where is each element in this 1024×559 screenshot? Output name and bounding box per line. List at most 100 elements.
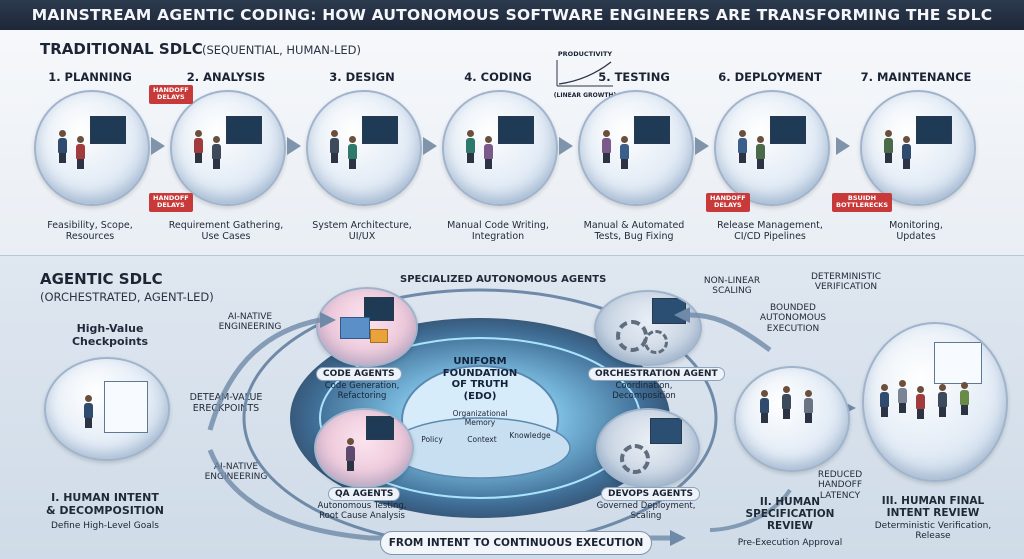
team-figure-1	[880, 384, 889, 417]
stage-person-figure	[76, 136, 85, 169]
flow-arrows	[207, 307, 856, 546]
orchestration-agent-desc: Coordination, Decomposition	[612, 381, 676, 401]
agentic-sdlc-subtitle: (ORCHESTRATED, AGENT-LED)	[40, 290, 214, 304]
orchestration-agent-pod	[594, 290, 702, 366]
handoff-delays-tag-3: HANDOFF DELAYS	[706, 193, 750, 212]
stage-screen-icon	[916, 116, 952, 144]
stage-3-title: 3. DESIGN	[329, 70, 395, 84]
stage-7-title: 7. MAINTENANCE	[860, 70, 972, 84]
stage-6-desc: Release Management, CI/CD Pipelines	[717, 220, 823, 243]
stage-person-figure	[194, 130, 203, 163]
stage-5-desc: Manual & Automated Tests, Bug Fixing	[583, 220, 685, 243]
stage-3-bubble	[306, 90, 422, 206]
orchestration-agent-title: ORCHESTRATION AGENT	[588, 367, 725, 381]
stage-3-desc: System Architecture, UI/UX	[312, 220, 412, 243]
team-figure-3	[916, 386, 925, 419]
stage-6-bubble	[714, 90, 830, 206]
team-figure-5	[960, 382, 969, 415]
stage-screen-icon	[90, 116, 126, 144]
deterministic-verification-label: DETERMINISTIC VERIFICATION	[810, 272, 881, 293]
stage-arrow-icon	[559, 137, 573, 155]
qa-engineer-figure	[346, 438, 355, 471]
stage-5-title: 5. TESTING	[598, 70, 670, 84]
stage-7-desc: Monitoring, Updates	[889, 220, 943, 243]
stage-person-figure	[330, 130, 339, 163]
stage-screen-icon	[226, 116, 262, 144]
stage-person-figure	[902, 136, 911, 169]
stage-arrow-icon	[287, 137, 301, 155]
orchestration-monitor-icon	[652, 298, 686, 324]
stage-person-figure	[466, 130, 475, 163]
devops-agents-pod	[596, 408, 700, 488]
dashboard-icon	[934, 342, 982, 384]
productivity-caption: (LINEAR GROWTH)	[553, 92, 617, 99]
presenter-figure	[84, 395, 93, 428]
stage-person-figure	[58, 130, 67, 163]
code-cubes-icon	[340, 317, 370, 339]
footer-pill: FROM INTENT TO CONTINUOUS EXECUTION	[380, 531, 652, 555]
agentic-sdlc-title: AGENTIC SDLC	[40, 270, 163, 288]
reduced-handoff-latency-label: REDUCED HANDOFF LATENCY	[817, 470, 863, 501]
step-3-bubble	[862, 322, 1008, 482]
reviewer-figure-3	[804, 390, 813, 423]
non-linear-scaling-label: NON-LINEAR SCALING	[703, 276, 761, 297]
stage-arrow-icon	[423, 137, 437, 155]
stage-7-bubble	[860, 90, 976, 206]
reviewer-figure-1	[760, 390, 769, 423]
stage-4-bubble	[442, 90, 558, 206]
stage-1-desc: Feasibility, Scope, Resources	[47, 220, 133, 243]
ai-native-label-2: AI-NATIVE ENGINEERING	[204, 462, 268, 483]
productivity-linear-curve	[556, 60, 613, 87]
specialized-agents-title: SPECIALIZED AUTONOMOUS AGENTS	[400, 274, 607, 285]
handoff-delays-tag-2: HANDOFF DELAYS	[149, 193, 193, 212]
stage-arrow-icon	[695, 137, 709, 155]
step-1-desc: Define High-Level Goals	[51, 521, 159, 531]
stage-screen-icon	[634, 116, 670, 144]
bounded-autonomous-execution-label: BOUNDED AUTONOMOUS EXECUTION	[759, 303, 827, 334]
productivity-title: PRODUCTIVITY	[557, 50, 613, 58]
step-3-desc: Deterministic Verification, Release	[874, 521, 992, 542]
qa-agents-title: QA AGENTS	[328, 487, 401, 501]
team-figure-2	[898, 380, 907, 413]
reviewer-figure-2	[782, 386, 791, 419]
code-cube-orange-icon	[370, 329, 388, 343]
qa-agents-pod	[314, 408, 414, 488]
handoff-delays-tag-1: HANDOFF DELAYS	[149, 85, 193, 104]
stage-4-desc: Manual Code Writing, Integration	[447, 220, 549, 243]
stage-person-figure	[212, 136, 221, 169]
step-2-desc: Pre-Execution Approval	[737, 538, 843, 548]
gear-small-icon	[644, 330, 668, 354]
whiteboard-icon	[104, 381, 148, 433]
stage-1-bubble	[34, 90, 150, 206]
stage-screen-icon	[498, 116, 534, 144]
team-figure-4	[938, 384, 947, 417]
code-agents-title: CODE AGENTS	[316, 367, 402, 381]
step-2-bubble	[734, 366, 850, 472]
stage-person-figure	[602, 130, 611, 163]
stage-6-title: 6. DEPLOYMENT	[718, 70, 822, 84]
deteam-value-label: DETEAM-VALUE ERECKPOINTS	[189, 392, 263, 414]
core-context-label: Context	[467, 435, 497, 444]
stage-person-figure	[738, 130, 747, 163]
step-3-title: III. HUMAN FINAL INTENT REVIEW	[881, 495, 985, 520]
stage-2-bubble	[170, 90, 286, 206]
main-banner-title: MAINSTREAM AGENTIC CODING: HOW AUTONOMOU…	[0, 0, 1024, 30]
stage-person-figure	[484, 136, 493, 169]
stage-person-figure	[620, 136, 629, 169]
devops-agents-desc: Governed Deployment, Scaling	[596, 501, 696, 521]
footer-text: FROM INTENT TO CONTINUOUS EXECUTION	[388, 537, 644, 549]
stage-screen-icon	[362, 116, 398, 144]
stage-person-figure	[348, 136, 357, 169]
core-policy-label: Policy	[421, 435, 443, 444]
stage-1-title: 1. PLANNING	[48, 70, 132, 84]
bottlenecks-tag: BSUIDH BOTTLERECKS	[832, 193, 893, 212]
traditional-sdlc-subtitle: (SEQUENTIAL, HUMAN-LED)	[202, 43, 362, 57]
devops-gear-icon	[620, 444, 650, 474]
stage-2-desc: Requirement Gathering, Use Cases	[168, 220, 284, 243]
qa-agents-desc: Autonomous Testing, Root Cause Analysis	[317, 501, 407, 521]
core-memory-label: Organizational Memory	[452, 409, 508, 427]
devops-agents-title: DEVOPS AGENTS	[601, 487, 700, 501]
stage-person-figure	[884, 130, 893, 163]
step-1-bubble	[44, 357, 170, 461]
code-agents-desc: Code Generation, Refactoring	[324, 381, 400, 401]
